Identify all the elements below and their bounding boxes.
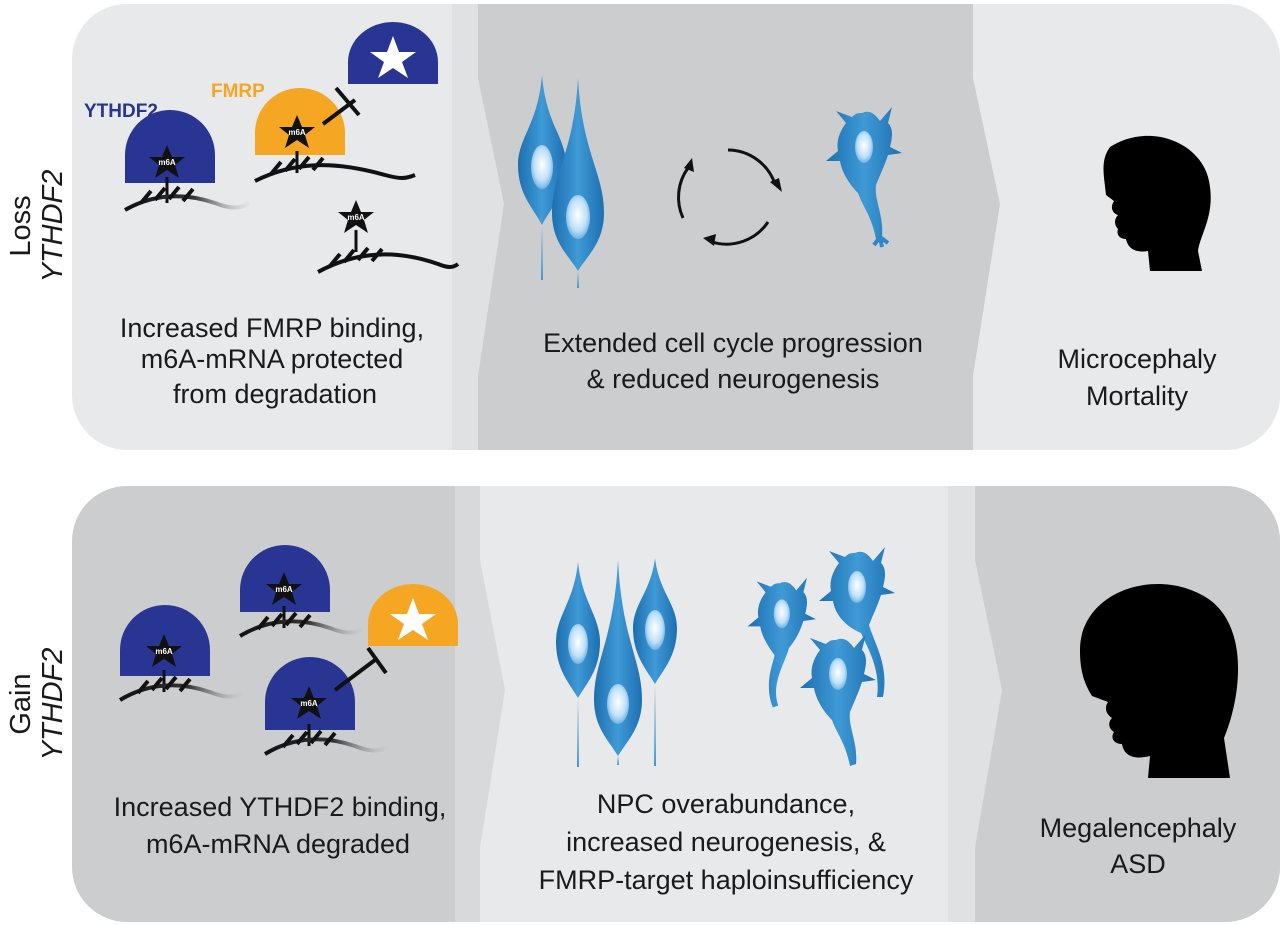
bottom-cellular-line-3: FMRP-target haploinsufficiency	[539, 865, 914, 895]
loss-label: Loss	[5, 195, 37, 256]
ythdf2-bound-rna-3: m6A	[263, 657, 392, 756]
top-arrow-2	[948, 4, 1000, 450]
small-head-silhouette	[1103, 135, 1211, 271]
top-arrow-1	[452, 4, 504, 450]
bottom-npc-cells	[556, 558, 677, 767]
bottom-neurons	[747, 547, 895, 766]
svg-text:m6A: m6A	[275, 585, 293, 594]
inhibition-symbol-bottom	[333, 646, 388, 692]
free-ythdf2	[348, 22, 438, 84]
bottom-mechanism-line-1: Increased YTHDF2 binding,	[114, 792, 447, 822]
fmrp-bound-rna: m6A	[254, 88, 416, 183]
svg-text:m6A: m6A	[300, 699, 318, 708]
bottom-side-label: Gain YTHDF2	[5, 648, 69, 761]
ythdf2-bound-rna: m6A	[124, 110, 252, 212]
top-panel-3	[948, 4, 1280, 450]
top-mechanism-line-1: Increased FMRP binding,	[120, 313, 424, 343]
unbound-m6a-rna: m6A	[317, 200, 460, 274]
ythdf2-bound-rna-1: m6A	[118, 605, 247, 702]
top-mechanism-line-2: m6A-mRNA protected	[141, 344, 404, 374]
free-fmrp	[368, 584, 458, 646]
bottom-cellular-line-2: increased neurogenesis, &	[566, 827, 886, 857]
gain-label: Gain	[5, 673, 37, 734]
top-outcome-line-1: Microcephaly	[1057, 344, 1217, 374]
bottom-row: Gain YTHDF2 m6A m6A m6A	[5, 486, 1280, 922]
large-head-silhouette	[1080, 584, 1239, 778]
svg-text:m6A: m6A	[155, 647, 173, 656]
top-mechanism-line-3: from degradation	[173, 379, 377, 409]
top-gene-label: YTHDF2	[37, 170, 69, 283]
top-neuron	[826, 107, 902, 248]
cell-cycle-arrows	[677, 148, 782, 246]
bottom-arrow-1	[455, 486, 505, 922]
top-panel-2	[452, 4, 948, 450]
svg-text:m6A: m6A	[347, 213, 365, 222]
svg-text:m6A: m6A	[288, 128, 306, 137]
fmrp-protein-label: FMRP	[211, 81, 265, 102]
top-side-label: Loss YTHDF2	[5, 170, 69, 283]
bottom-outcome-line-1: Megalencephaly	[1040, 813, 1237, 843]
top-npc-cells	[518, 75, 604, 288]
top-outcome-line-2: Mortality	[1086, 381, 1189, 411]
ythdf2-bound-rna-2: m6A	[238, 545, 367, 638]
bottom-arrow-2	[948, 486, 1002, 922]
bottom-gene-label: YTHDF2	[37, 648, 69, 761]
ythdf2-protein-label: YTHDF2	[84, 101, 158, 122]
svg-text:m6A: m6A	[158, 158, 176, 167]
inhibition-symbol-top	[321, 86, 361, 126]
top-cellular-line-2: & reduced neurogenesis	[587, 364, 880, 394]
top-row: Loss YTHDF2 YTHDF2 FMRP m6A m6A	[5, 4, 1280, 450]
bottom-cellular-line-1: NPC overabundance,	[597, 789, 855, 819]
bottom-outcome-line-2: ASD	[1110, 849, 1166, 879]
top-cellular-line-1: Extended cell cycle progression	[543, 328, 923, 358]
bottom-mechanism-line-2: m6A-mRNA degraded	[146, 829, 410, 859]
